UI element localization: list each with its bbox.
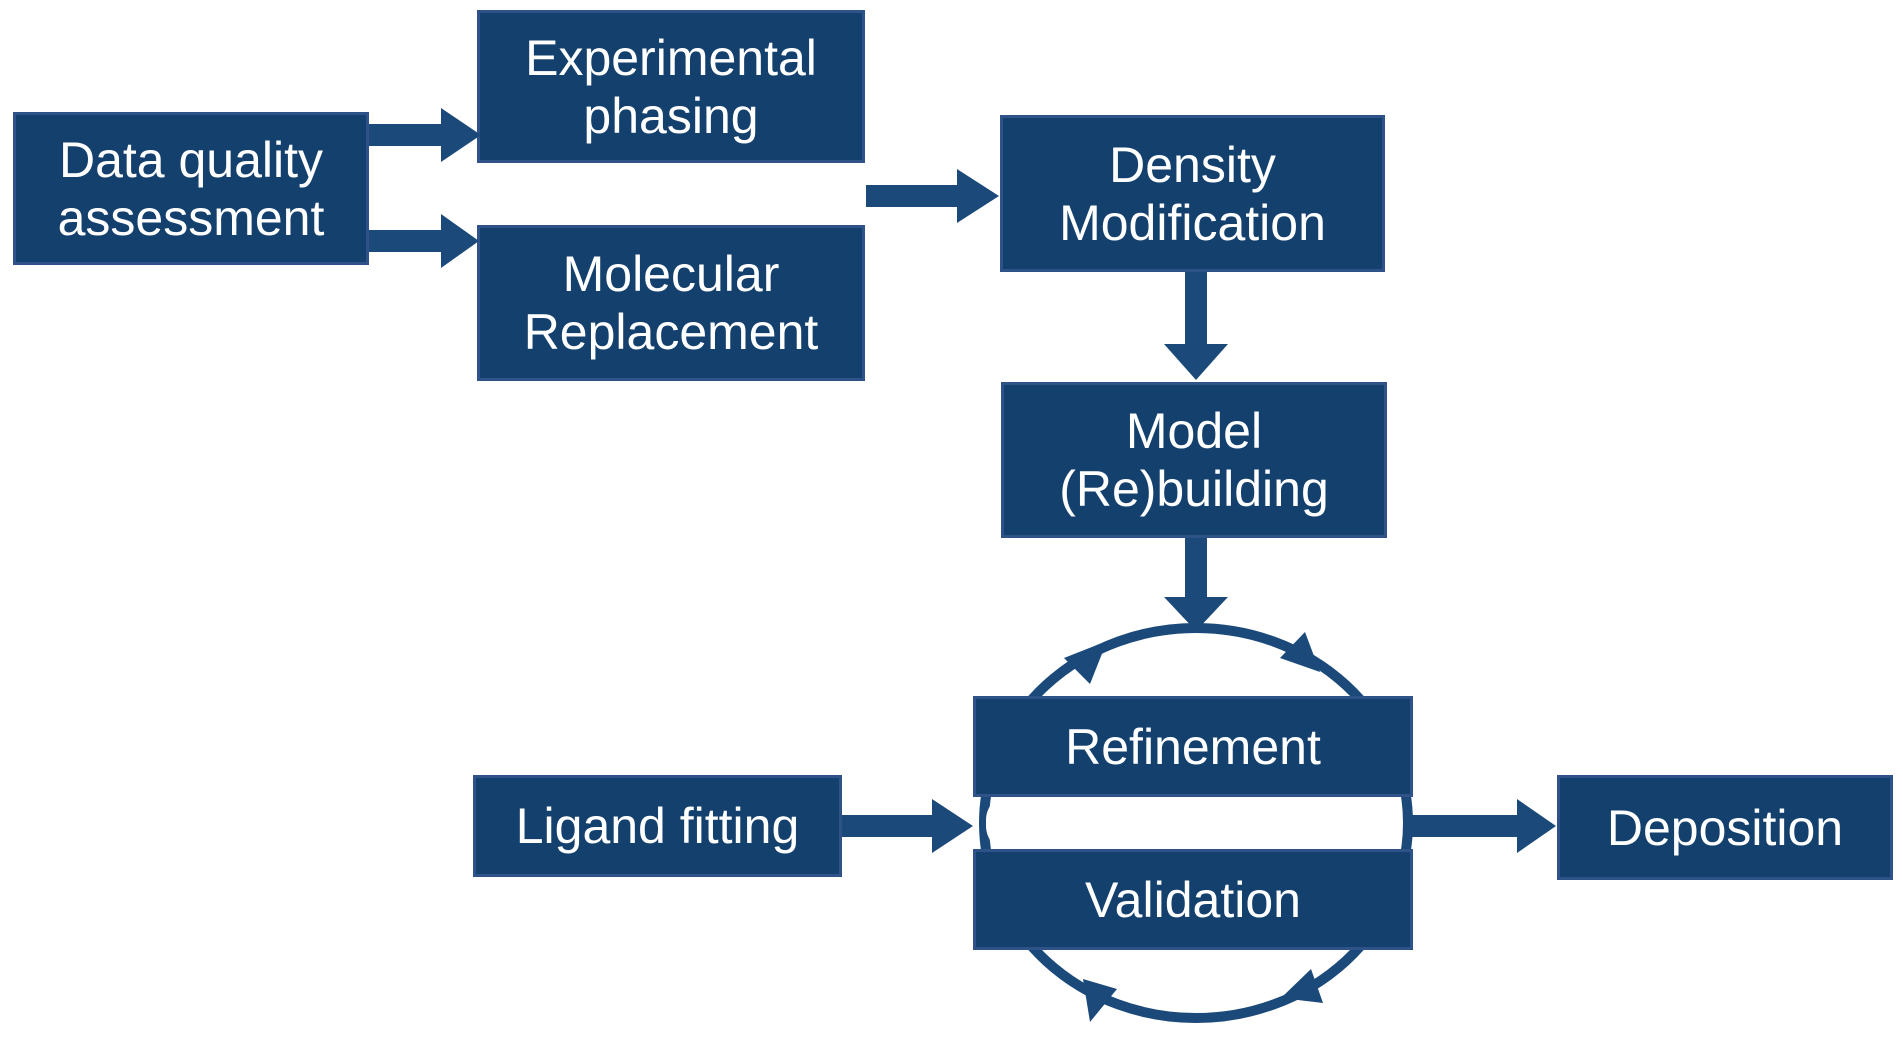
node-deposition: Deposition — [1557, 775, 1893, 880]
node-validation: Validation — [973, 849, 1413, 950]
node-experimental-phasing: Experimental phasing — [477, 10, 865, 163]
cycle-arrowhead-bottom-left — [1083, 979, 1117, 1022]
node-molecular-replacement: Molecular Replacement — [477, 225, 865, 381]
arrow-phasing-to-densitymod — [866, 169, 999, 223]
cycle-arrowhead-bottom-right — [1281, 969, 1323, 1003]
arrow-cycle-to-deposition — [1412, 799, 1556, 853]
node-refinement: Refinement — [973, 696, 1413, 797]
node-model-rebuilding: Model (Re)building — [1001, 382, 1387, 538]
node-density-modification: Density Modification — [1000, 115, 1385, 272]
cycle-arrowhead-top-right — [1280, 632, 1320, 672]
arrow-model-to-cycle — [1164, 538, 1228, 631]
cycle-gap-band — [986, 794, 1396, 852]
arrow-densitymod-to-model — [1164, 272, 1228, 380]
node-data-quality-assessment: Data quality assessment — [13, 112, 369, 265]
arrow-dataquality-to-molecular — [369, 214, 479, 268]
cycle-arrowhead-top-left — [1064, 641, 1107, 684]
arrow-dataquality-to-experimental — [369, 108, 481, 162]
node-ligand-fitting: Ligand fitting — [473, 775, 842, 877]
arrow-ligand-to-cycle — [842, 799, 973, 853]
